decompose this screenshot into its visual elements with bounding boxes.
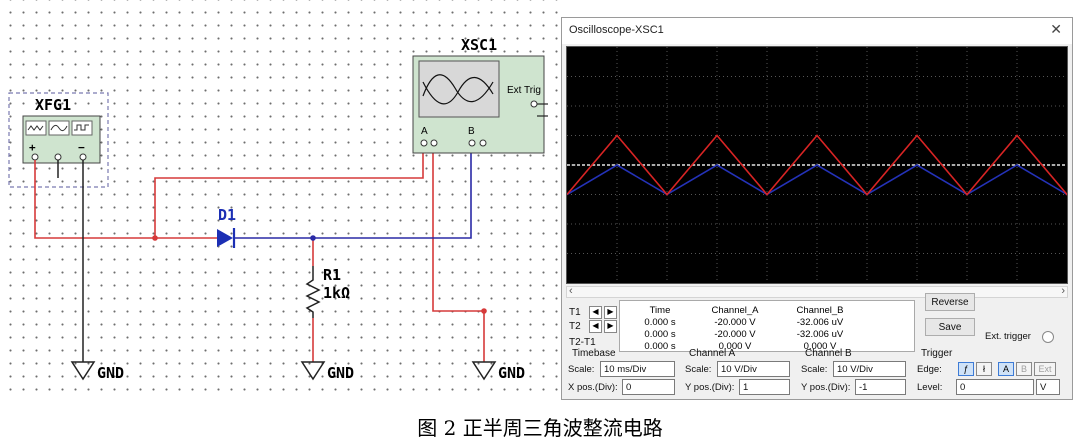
scope-screen	[566, 46, 1080, 284]
ground-label: GND	[327, 364, 355, 382]
channel-b-ypos-field[interactable]: -1	[855, 379, 906, 395]
trigger-level-field[interactable]: 0	[956, 379, 1034, 395]
resistor-value: 1kΩ	[323, 284, 351, 302]
readout-time-column: Time 0.000 s 0.000 s 0.000 s	[630, 305, 690, 353]
arrow-right-icon[interactable]: ▶	[604, 320, 617, 333]
ext-trigger-radio[interactable]	[1042, 331, 1054, 343]
cursor-readout: Time 0.000 s 0.000 s 0.000 s Channel_A -…	[619, 300, 915, 352]
scope-display	[566, 47, 1080, 283]
arrow-right-icon[interactable]: ▶	[604, 306, 617, 319]
scroll-left-icon[interactable]: ‹	[569, 285, 573, 297]
channel-b-ypos-label: Y pos.(Div):	[801, 382, 851, 393]
ground-icon	[471, 361, 497, 381]
channel-a-ypos-label: Y pos.(Div):	[685, 382, 735, 393]
diode-label: D1	[218, 206, 237, 224]
scroll-right-icon[interactable]: ›	[1061, 285, 1065, 297]
readout-cell: -20.000 V	[714, 317, 756, 328]
oscilloscope-label: XSC1	[461, 36, 498, 54]
timebase-xpos-label: X pos.(Div):	[568, 382, 618, 393]
readout-cell: 0.000 V	[718, 341, 752, 352]
figure-caption: 图 2 正半周三角波整流电路	[417, 416, 663, 440]
arrow-left-icon[interactable]: ◀	[589, 306, 602, 319]
trigger-source-b[interactable]: B	[1016, 362, 1032, 376]
trigger-source-ext[interactable]: Ext	[1034, 362, 1056, 376]
falling-edge-icon[interactable]: ł	[976, 362, 992, 376]
readout-channel-b-column: Channel_B -32.006 uV -32.006 uV 0.000 V	[780, 305, 860, 353]
timebase-scale-label: Scale:	[568, 364, 595, 375]
cursor-diff-label: T2-T1	[569, 337, 596, 348]
channel-a-terminal-label: A	[421, 126, 428, 137]
trigger-level-label: Level:	[917, 382, 943, 393]
readout-cell: -32.006 uV	[796, 329, 844, 340]
cursor-t1-arrows[interactable]: ◀▶	[589, 306, 619, 319]
readout-cell: -32.006 uV	[796, 317, 844, 328]
channel-b-scale-field[interactable]: 10 V/Div	[833, 361, 906, 377]
horizontal-scrollbar[interactable]: ‹ ›	[566, 285, 1068, 298]
channel-a-title: Channel A	[689, 348, 736, 359]
readout-header: Channel_B	[796, 305, 844, 316]
cursor-t1-label: T1	[569, 307, 581, 318]
schematic-wires	[8, 55, 548, 381]
resistor-symbol[interactable]	[305, 266, 321, 318]
diode-symbol[interactable]	[217, 228, 236, 248]
trigger-level-unit[interactable]: V	[1036, 379, 1060, 395]
oscilloscope-window: Oscilloscope-XSC1 ✕ ‹ › T1 ◀▶ T2 ◀▶ T2-T…	[561, 17, 1080, 400]
readout-cell: 0.000 s	[644, 341, 676, 352]
window-title: Oscilloscope-XSC1	[569, 24, 664, 36]
channel-a-ypos-field[interactable]: 1	[739, 379, 790, 395]
cursor-t2-label: T2	[569, 321, 581, 332]
close-icon[interactable]: ✕	[1050, 21, 1062, 37]
function-generator-label: XFG1	[35, 96, 72, 114]
reverse-button[interactable]: Reverse	[925, 293, 975, 311]
plus-terminal-label: +	[29, 141, 36, 154]
trigger-edge-label: Edge:	[917, 364, 942, 375]
trigger-source-a[interactable]: A	[998, 362, 1014, 376]
readout-cell: -20.000 V	[714, 329, 756, 340]
timebase-title: Timebase	[572, 348, 616, 359]
resistor-label: R1	[323, 266, 342, 284]
ext-trig-label: Ext Trig	[507, 85, 541, 96]
ground-icon	[70, 361, 96, 381]
channel-a-scale-field[interactable]: 10 V/Div	[717, 361, 790, 377]
timebase-xpos-field[interactable]: 0	[622, 379, 675, 395]
channel-b-terminal-label: B	[468, 126, 475, 137]
ext-trigger-label: Ext. trigger	[985, 331, 1031, 342]
arrow-left-icon[interactable]: ◀	[589, 320, 602, 333]
cursor-t2-arrows[interactable]: ◀▶	[589, 320, 619, 333]
channel-a-scale-label: Scale:	[685, 364, 712, 375]
readout-header: Time	[649, 305, 671, 316]
readout-cell: 0.000 V	[803, 341, 837, 352]
trigger-title: Trigger	[921, 348, 953, 359]
channel-b-scale-label: Scale:	[801, 364, 828, 375]
ground-label: GND	[97, 364, 125, 382]
minus-terminal-label: −	[78, 141, 85, 154]
rising-edge-icon[interactable]: ƒ	[958, 362, 974, 376]
timebase-scale-field[interactable]: 10 ms/Div	[600, 361, 675, 377]
readout-cell: 0.000 s	[644, 329, 676, 340]
channel-b-title: Channel B	[805, 348, 852, 359]
save-button[interactable]: Save	[925, 318, 975, 336]
readout-header: Channel_A	[711, 305, 759, 316]
window-titlebar[interactable]: Oscilloscope-XSC1 ✕	[562, 18, 1072, 44]
readout-cell: 0.000 s	[644, 317, 676, 328]
ground-icon	[300, 361, 326, 381]
readout-channel-a-column: Channel_A -20.000 V -20.000 V 0.000 V	[700, 305, 770, 353]
function-generator-frame	[8, 92, 109, 188]
ground-label: GND	[498, 364, 526, 382]
schematic-canvas: XFG1 + − XSC1 Ext Trig A B D1 R1 1kΩ GND…	[0, 0, 560, 400]
